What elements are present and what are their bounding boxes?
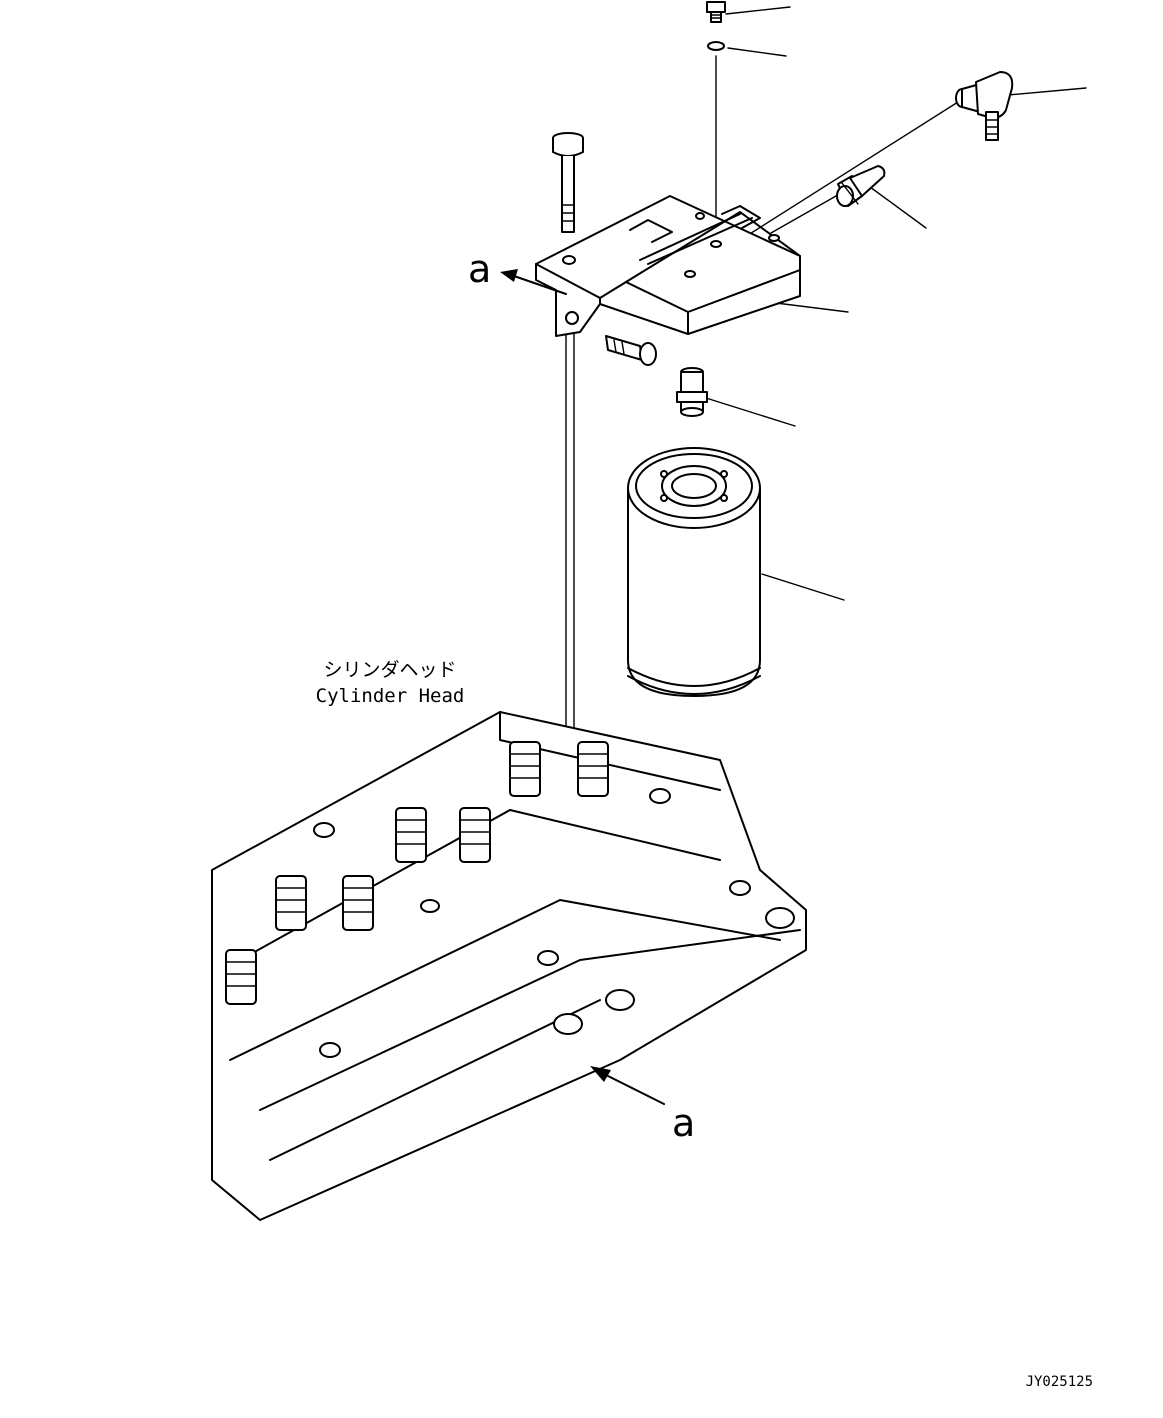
filter-head-bracket-part [535, 195, 801, 337]
view-mark-top: a [468, 247, 491, 291]
elbow-fitting-part [955, 71, 1014, 141]
nipple-part [676, 367, 708, 417]
view-arrow-top [500, 269, 567, 295]
connector-part [836, 165, 886, 207]
drawing-code: JY025125 [1026, 1374, 1093, 1390]
mounting-bolt-part [552, 132, 584, 233]
cylinder-head-label-jp: シリンダヘッド [323, 659, 456, 681]
filter-cartridge-part [627, 447, 761, 697]
valve-springs [225, 741, 609, 1005]
short-bolt-part [605, 335, 657, 366]
view-arrow-bottom [590, 1066, 665, 1105]
view-mark-bottom: a [672, 1101, 695, 1145]
plug-part [706, 1, 726, 23]
cylinder-head-label-en: Cylinder Head [316, 685, 465, 707]
o-ring-part [707, 41, 725, 51]
cylinder-head-part [211, 711, 807, 1221]
